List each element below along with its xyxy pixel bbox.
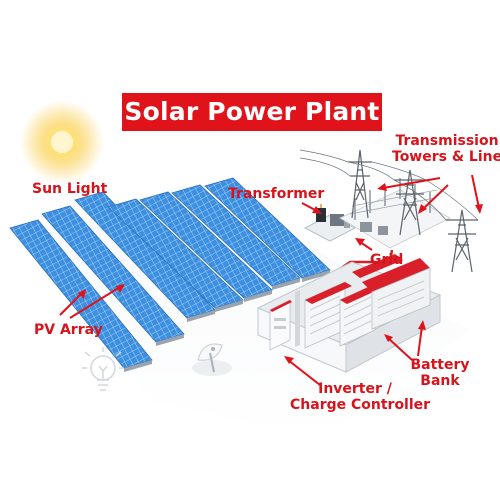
- battery-rack: [362, 258, 431, 330]
- transmission-lines: [299, 149, 479, 221]
- transmission-tower-icon: [394, 169, 426, 236]
- arrow-transformer: [301, 202, 322, 214]
- title-banner: Solar Power Plant: [122, 93, 382, 131]
- sun-icon: [20, 100, 104, 184]
- transformer: [303, 204, 357, 242]
- label-towers-line1: Transmission: [395, 133, 499, 149]
- arrow-tower-3: [471, 174, 483, 214]
- transmission-tower-icon: [446, 209, 478, 273]
- arrow-battery-2: [417, 320, 426, 357]
- substation-grid: [339, 178, 451, 249]
- label-transformer: Transformer: [228, 186, 325, 202]
- pv-panel-row: [171, 184, 301, 290]
- battery-building: [256, 254, 442, 373]
- battery-rack: [304, 281, 352, 349]
- label-inverter-charge-controller: Inverter / Charge Controller: [290, 381, 431, 413]
- light-bulb-icon: [82, 347, 124, 391]
- label-battery-bank: Battery Bank: [400, 357, 480, 389]
- pv-panel-row: [41, 205, 185, 346]
- pv-array: [9, 177, 331, 372]
- arrow-pv-2: [69, 284, 125, 319]
- pv-panel-row: [107, 198, 244, 312]
- satellite-dish-icon: [192, 343, 232, 376]
- arrow-tower-2: [418, 184, 449, 214]
- arrow-inverter: [284, 356, 321, 386]
- battery-rack: [352, 254, 403, 278]
- label-towers-line2: Towers & Lines: [392, 149, 500, 165]
- label-inverter-line1: Inverter /: [318, 381, 392, 397]
- label-pv-array: PV Array: [34, 322, 103, 338]
- arrow-battery-1: [384, 334, 413, 361]
- label-grid: Grid: [370, 252, 404, 268]
- annotation-arrows: [59, 174, 483, 386]
- arrow-tower-1: [377, 177, 441, 191]
- pv-panel-row: [204, 177, 331, 282]
- label-inverter-line2: Charge Controller: [290, 397, 431, 413]
- arrow-grid: [355, 238, 373, 251]
- inverter-cabinets: [269, 299, 292, 351]
- label-battery-line2: Bank: [420, 373, 460, 389]
- label-transmission-towers: Transmission Towers & Lines: [392, 133, 500, 165]
- arrow-pv-1: [59, 289, 86, 316]
- label-battery-line1: Battery: [410, 357, 470, 373]
- label-sun-light: Sun Light: [32, 181, 108, 197]
- transmission-tower-icon: [348, 149, 372, 219]
